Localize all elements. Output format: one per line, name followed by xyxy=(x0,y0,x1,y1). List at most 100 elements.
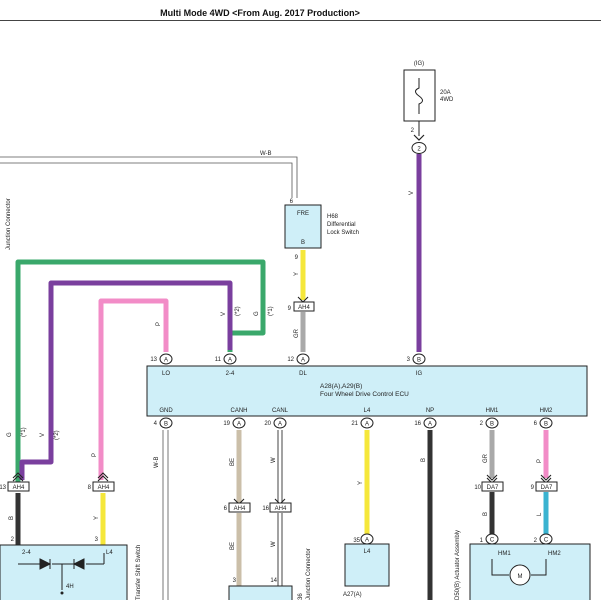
da7-9-pin: 9 xyxy=(531,485,535,491)
ecu-bottom-terminal-conn: A xyxy=(278,422,282,428)
wire-label-y-left: Y xyxy=(94,516,100,520)
ecu-bottom-terminal-conn: A xyxy=(365,422,369,428)
ah4-16-box xyxy=(269,502,292,513)
wire-label-v-24: V xyxy=(221,312,227,316)
sw-label-l4: L4 xyxy=(106,550,113,556)
hm1-terminal-conn: C xyxy=(490,538,495,544)
a27-l4-label: L4 xyxy=(364,549,371,555)
ecu-bottom-pin-number: 21 xyxy=(351,421,358,427)
h68-pin-bottom: 9 xyxy=(295,255,299,261)
wire-label-g-lower: G xyxy=(7,432,13,437)
ecu-top-terminal xyxy=(159,353,173,365)
motor-icon xyxy=(509,564,531,586)
fuse-icon xyxy=(415,78,423,114)
ecu-top-terminal xyxy=(412,353,426,365)
motor-label: M xyxy=(518,574,523,580)
ah4-6-pin: 6 xyxy=(224,506,228,512)
ecu-top-terminal-conn: B xyxy=(417,358,421,364)
hm1-pin: 1 xyxy=(480,538,484,544)
ecu-top-pin-label: LO xyxy=(162,371,170,377)
note-1-lower: (*1) xyxy=(21,427,27,437)
ecu-bottom-pin-number: 20 xyxy=(264,421,271,427)
junction-pin-3: 3 xyxy=(233,578,237,584)
transfer-switch-label: Transfer Shift Switch xyxy=(136,545,142,600)
ecu-bottom-terminal-conn: A xyxy=(428,422,432,428)
ah4-8-pin: 8 xyxy=(88,485,92,491)
ecu-bottom-terminal xyxy=(485,417,499,429)
wire-label-wb-gnd: W-B xyxy=(154,456,160,468)
wire-label-gr-hm1: GR xyxy=(483,453,489,463)
da7-9-box xyxy=(535,481,558,492)
fuse-supply-label: (IG) xyxy=(414,61,424,67)
ecu-bottom-terminal-conn: B xyxy=(544,422,548,428)
diagram-title: Multi Mode 4WD <From Aug. 2017 Productio… xyxy=(160,8,360,18)
ecu-bottom-pin-number: 19 xyxy=(223,421,230,427)
transfer-switch-box xyxy=(0,544,128,600)
h68-code: H68 xyxy=(327,214,339,220)
wire-label-y-dl: Y xyxy=(294,272,300,276)
wire-label-g-24: G xyxy=(254,311,260,316)
ecu-top-pin-label: DL xyxy=(299,371,307,377)
wire-label-w-1: W xyxy=(271,457,277,463)
ecu-bottom-pin-number: 6 xyxy=(534,421,538,427)
wire-label-v-lower: V xyxy=(40,433,46,437)
sw-label-4h: 4H xyxy=(66,584,74,590)
junction-pin-14: 14 xyxy=(270,578,277,584)
fuse-connector-pin: 2 xyxy=(417,147,421,153)
wire-label-be-1: BE xyxy=(230,458,236,466)
wire-wb-top xyxy=(0,156,298,198)
wire-label-be-2: BE xyxy=(230,542,236,550)
wire-label-b-hm1: B xyxy=(483,512,489,516)
a27-pin: 35 xyxy=(353,538,360,544)
sw-contact-icon xyxy=(60,591,64,595)
wire-pink-lo xyxy=(98,298,169,480)
junction-connector-label: Junction Connector xyxy=(6,198,12,250)
wire-label-gr-dl: GR xyxy=(294,328,300,338)
ecu-bottom-terminal xyxy=(232,417,246,429)
wire-label-p-hm2: P xyxy=(537,459,543,463)
ah4-dl-box xyxy=(293,301,315,312)
wire-label-y-l4: Y xyxy=(358,481,364,485)
ecu-bottom-terminal xyxy=(159,417,173,429)
ah4-8-chevron-icon xyxy=(97,472,109,482)
can-junction-box xyxy=(228,585,293,600)
junction-connector-2-label: Junction Connector xyxy=(306,548,312,600)
ecu-top-pin-number: 13 xyxy=(150,357,157,363)
title-divider xyxy=(0,20,601,21)
wire-label-w-2: W xyxy=(271,541,277,547)
ecu-bottom-pin-number: 4 xyxy=(154,421,158,427)
sw-internal-wire xyxy=(18,553,105,565)
sw-label-24: 2-4 xyxy=(22,550,31,556)
ecu-bottom-pin-number: 2 xyxy=(480,421,484,427)
ecu-line1: A28(A),A29(B) xyxy=(320,383,362,390)
motor-wiring xyxy=(491,559,547,576)
ah4-13-pin: 13 xyxy=(0,485,7,491)
fuse-pin: 2 xyxy=(411,128,415,134)
ah4-13-chevron-icon xyxy=(12,472,24,482)
ecu-bottom-terminal xyxy=(273,417,287,429)
ecu-bottom-terminal xyxy=(360,417,374,429)
ecu-bottom-pin-label: CANL xyxy=(272,408,289,414)
ecu-bottom-terminal-conn: B xyxy=(164,422,168,428)
ecu-top-pin-label: IG xyxy=(416,371,423,377)
ecu-top-pin-label: 2-4 xyxy=(226,371,235,377)
fuse-name: 4WD xyxy=(440,97,454,103)
da7-10-label: DA7 xyxy=(487,485,499,491)
ecu-top-terminal xyxy=(296,353,310,365)
fuse-connector-terminal xyxy=(411,142,427,154)
ecu-top-terminal-conn: A xyxy=(228,358,232,364)
ecu-top-terminal xyxy=(223,353,237,365)
da7-9-label: DA7 xyxy=(541,485,553,491)
hm2-label: HM2 xyxy=(548,551,561,557)
ecu-box xyxy=(146,365,588,417)
ah4-13-label: AH4 xyxy=(13,485,25,491)
ecu-bottom-terminal xyxy=(539,417,553,429)
ecu-bottom-terminal-conn: B xyxy=(490,422,494,428)
note-2-upper: (*2) xyxy=(235,306,241,316)
ah4-16-pin: 16 xyxy=(262,506,269,512)
ecu-top-pin-number: 11 xyxy=(215,357,222,363)
wire-label-l-hm2: L xyxy=(537,512,543,516)
